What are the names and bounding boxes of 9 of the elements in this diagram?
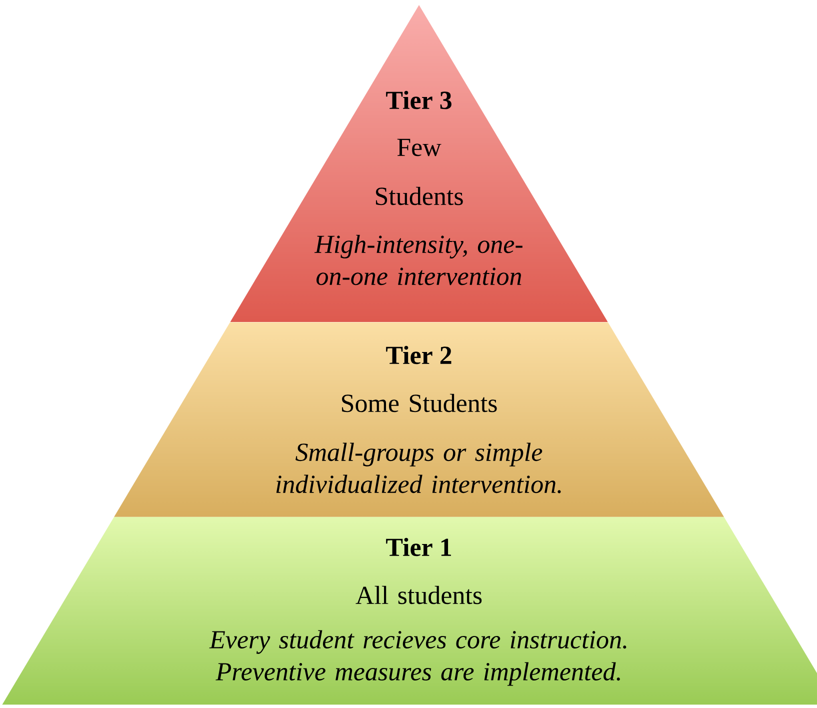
group-size: All students bbox=[356, 586, 482, 604]
intervention-description: High-intensity, one-on-one intervention bbox=[314, 234, 522, 286]
intervention-description: Every student recieves core instruction. Preventive measures are implemented. bbox=[209, 630, 626, 686]
tier-heading: Tier 3 bbox=[386, 90, 452, 110]
group-size: Some Students bbox=[342, 394, 497, 412]
tier-heading: Tier 2 bbox=[386, 346, 452, 364]
intervention-description: Small-groups or simple individualized intervention. bbox=[276, 442, 561, 494]
tier-heading: Tier 1 bbox=[386, 538, 451, 556]
group-size: Few Students bbox=[376, 138, 463, 206]
